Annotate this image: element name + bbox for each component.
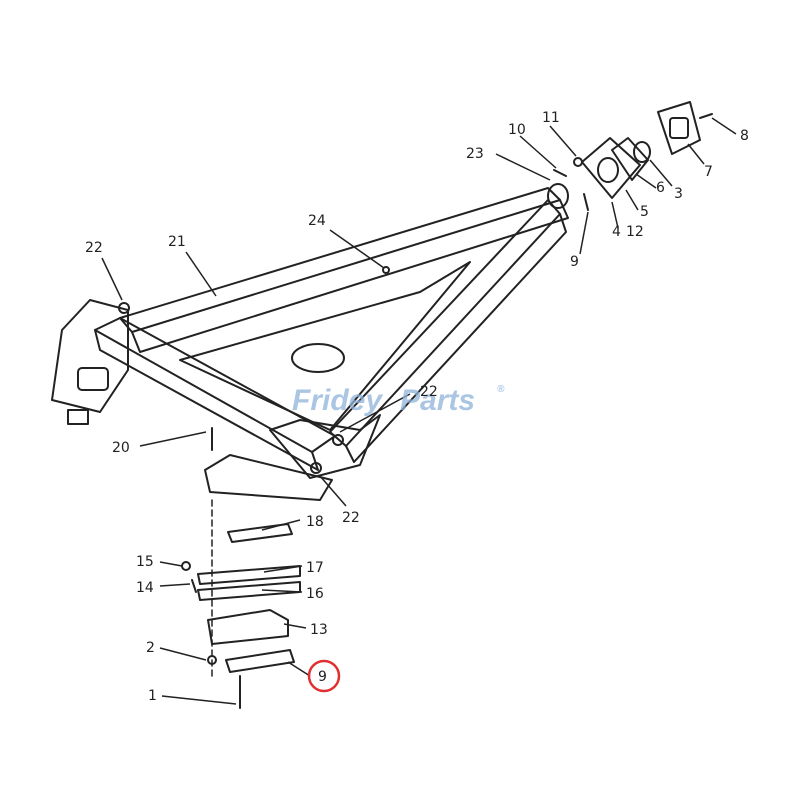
callout-label: 1 <box>148 688 157 704</box>
frame-cross-beam-side <box>94 329 319 471</box>
callout-label: 17 <box>306 560 324 576</box>
bushing-3 <box>633 141 651 163</box>
callout-label: 11 <box>542 110 560 126</box>
watermark-registered: ® <box>497 384 505 395</box>
nut-15 <box>181 561 191 571</box>
washer-11 <box>573 157 583 167</box>
bushing-22-mid <box>332 434 344 446</box>
callout-label: 21 <box>168 234 186 250</box>
callout-label: 22 <box>85 240 103 256</box>
callout-label: 10 <box>508 122 526 138</box>
bushing-22-left <box>118 302 130 314</box>
callout-label: 9 <box>570 254 579 270</box>
watermark-logo: Fridey Parts ® <box>292 384 505 417</box>
callout-label: 18 <box>306 514 324 530</box>
highlight-ring <box>307 659 341 693</box>
left-bracket <box>51 299 129 413</box>
bolt-10 <box>553 169 567 177</box>
cover-plate-7-boss <box>669 117 689 139</box>
part-9 <box>225 649 295 673</box>
callout-label: 15 <box>136 554 154 570</box>
cover-plate-7 <box>657 101 701 155</box>
callout-label: 7 <box>704 164 713 180</box>
callout-label: 22 <box>342 510 360 526</box>
callout-label: 4 <box>612 224 621 240</box>
frame-drawing <box>51 101 713 709</box>
grease-point-24 <box>382 266 390 274</box>
callout-label: 22 <box>420 384 438 400</box>
bushing-22-lower <box>310 462 322 474</box>
part-18 <box>227 523 293 543</box>
frame-diagonal-rail-side <box>345 213 567 463</box>
left-bracket-block <box>77 367 109 391</box>
pivot-boss <box>547 183 569 209</box>
watermark-text-fridey: Fridey <box>292 384 383 417</box>
watermark-text-parts: Parts <box>400 384 475 417</box>
part-13 <box>207 609 289 645</box>
bolt-8 <box>699 113 713 119</box>
lower-mount-plate <box>204 454 333 501</box>
callout-label-highlighted: 9 <box>318 669 327 685</box>
callout-label: 16 <box>306 586 324 602</box>
leader-lines <box>101 117 737 705</box>
right-bracket <box>269 414 381 479</box>
callout-label: 23 <box>466 146 484 162</box>
bolt-9 <box>583 193 589 211</box>
callout-label: 6 <box>656 180 665 196</box>
callout-label: 20 <box>112 440 130 456</box>
callout-label: 14 <box>136 580 154 596</box>
frame-center-plate <box>179 261 471 431</box>
callout-label: 5 <box>640 204 649 220</box>
frame-center-hole <box>291 343 345 373</box>
part-17 <box>197 565 301 585</box>
flange-4 <box>581 137 641 199</box>
callout-label: 8 <box>740 128 749 144</box>
frame-top-rail-side <box>131 199 569 353</box>
flange-4-bore <box>597 157 619 183</box>
left-bracket-pin <box>67 409 89 425</box>
bolt-14 <box>191 579 197 593</box>
callout-label: 3 <box>674 186 683 202</box>
callout-label: 12 <box>626 224 644 240</box>
callout-labels: 22 21 24 23 10 11 8 7 3 6 5 4 12 9 22 20… <box>85 110 749 704</box>
callout-label: 2 <box>146 640 155 656</box>
callout-label: 13 <box>310 622 328 638</box>
nut-2 <box>207 655 217 665</box>
callout-label: 24 <box>308 213 326 229</box>
